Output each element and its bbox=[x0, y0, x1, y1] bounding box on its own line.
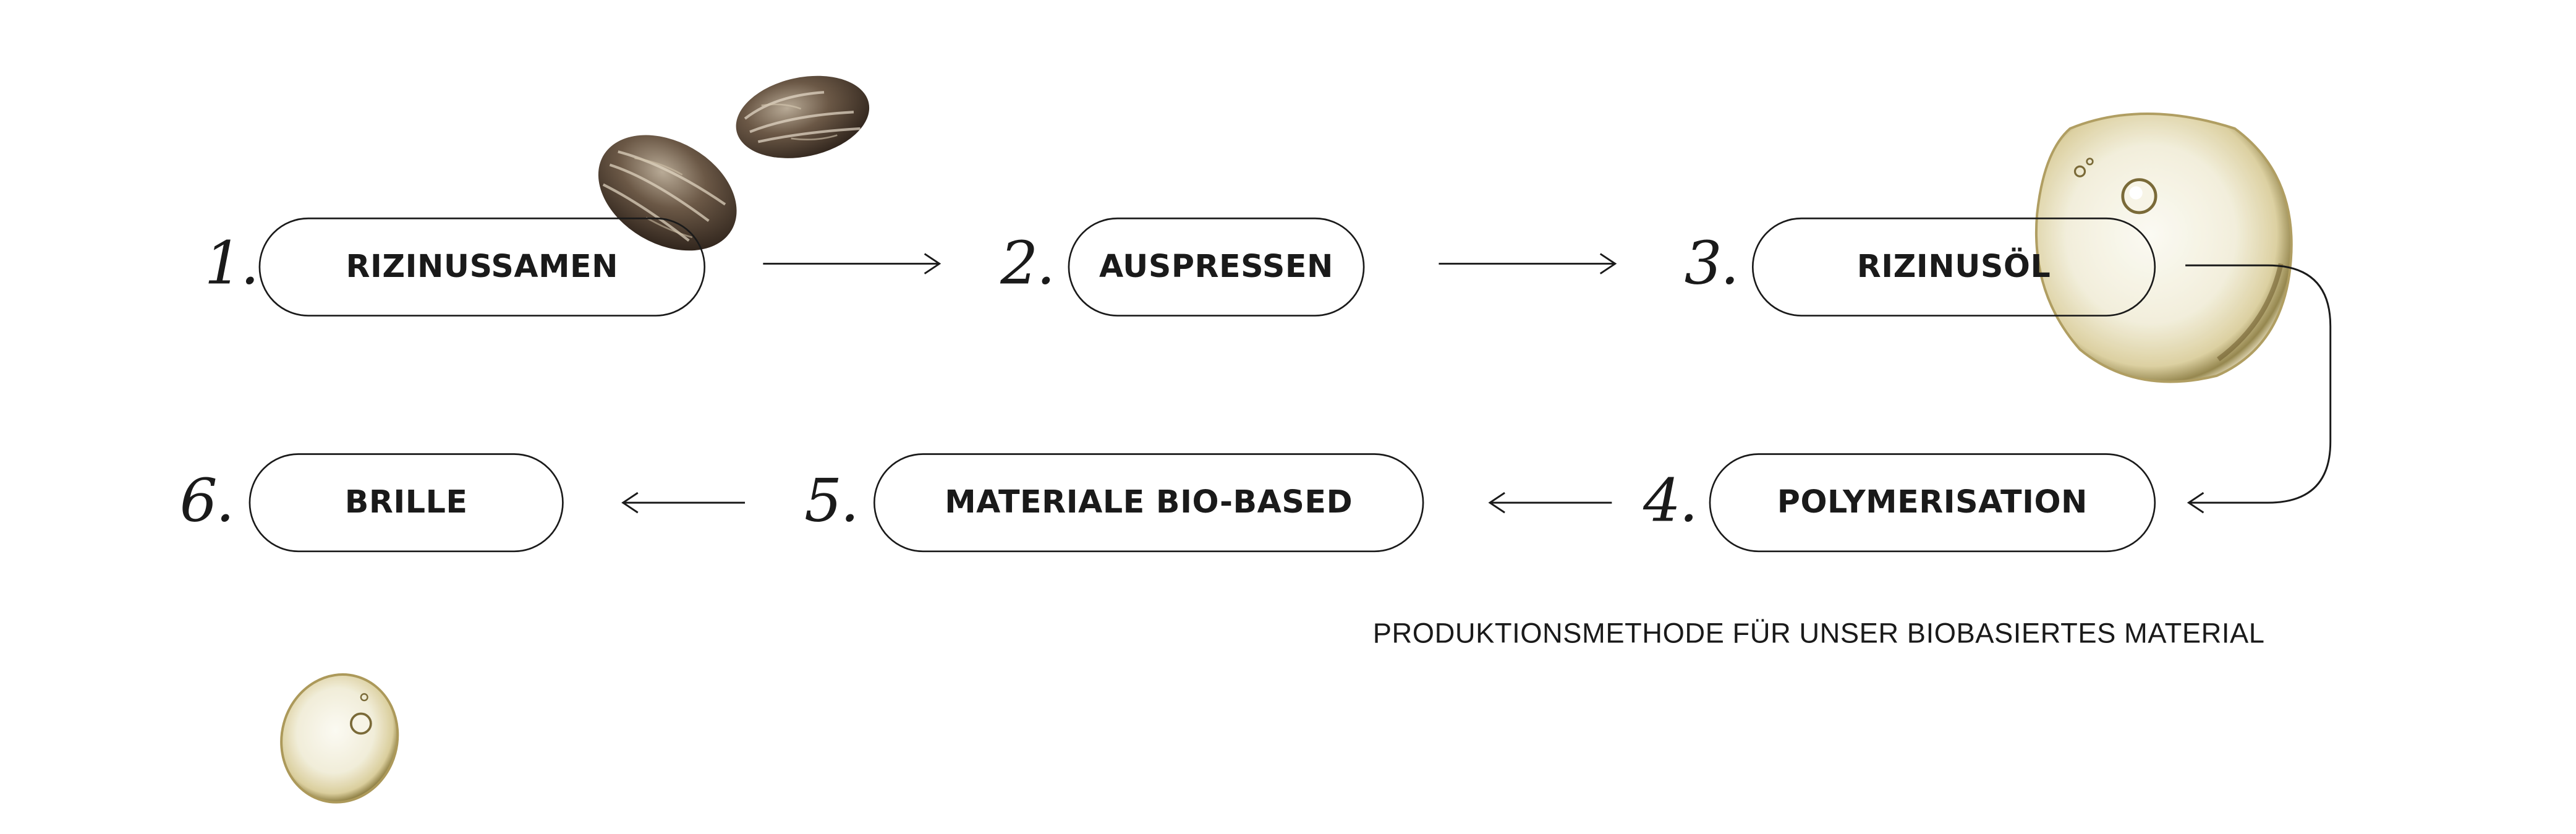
step-4-number: 4. bbox=[1643, 468, 1698, 536]
step-3-number: 3. bbox=[1684, 231, 1740, 299]
arrow-left-icon bbox=[621, 491, 746, 514]
step-4-polymerisation: POLYMERISATION bbox=[1709, 453, 2156, 553]
step-5-materiale-bio-based: MATERIALE BIO-BASED bbox=[873, 453, 1424, 553]
step-6-brille: BRILLE bbox=[249, 453, 564, 553]
castor-seed-icon bbox=[736, 75, 870, 158]
oil-drop-icon bbox=[280, 673, 399, 804]
arrow-right-icon bbox=[763, 253, 942, 274]
step-5-number: 5. bbox=[804, 468, 859, 536]
step-1-rizinussamen: RIZINUSSAMEN bbox=[258, 217, 706, 317]
diagram-caption: PRODUKTIONSMETHODE FÜR UNSER BIOBASIERTE… bbox=[1372, 618, 2265, 650]
step-3-rizinusoel: RIZINUSÖL bbox=[1751, 217, 2156, 317]
step-2-number: 2. bbox=[1000, 231, 1055, 299]
step-2-auspressen: AUSPRESSEN bbox=[1068, 217, 1365, 317]
oil-drop-icon bbox=[2034, 113, 2293, 383]
step-1-number: 1. bbox=[204, 231, 260, 299]
curved-arrow-icon bbox=[2185, 264, 2332, 514]
arrow-left-icon bbox=[1488, 491, 1612, 514]
step-6-number: 6. bbox=[179, 468, 235, 536]
arrow-right-icon bbox=[1439, 253, 1617, 274]
